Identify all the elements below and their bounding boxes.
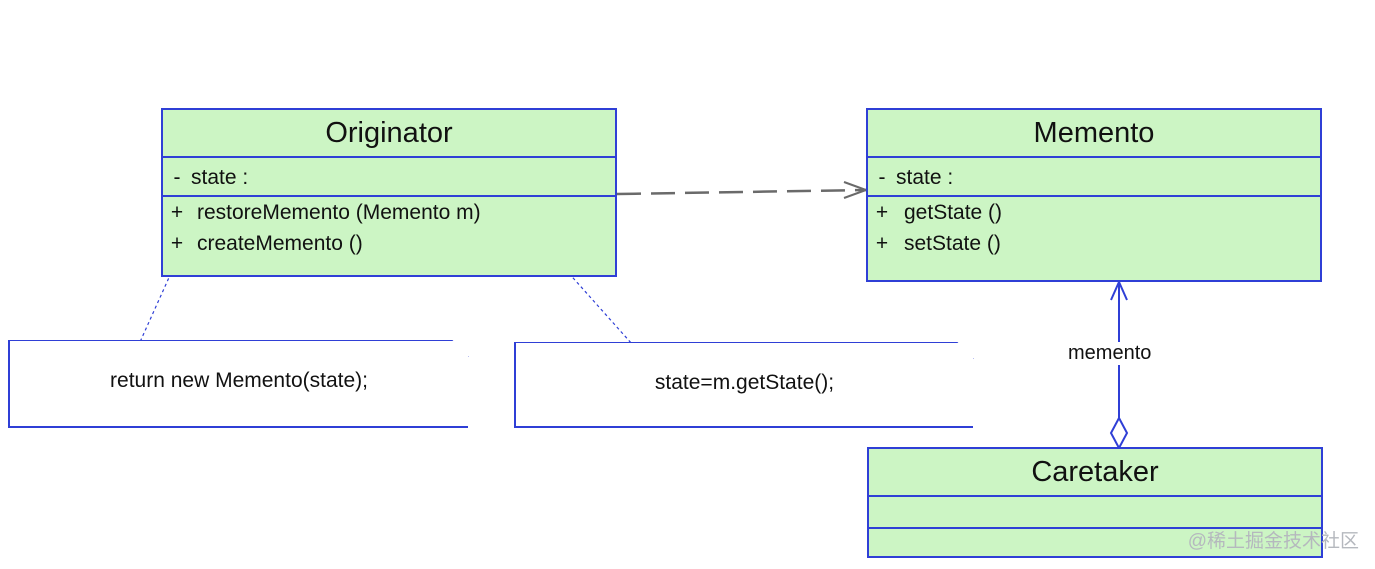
note-create-memento-text: return new Memento(state); — [110, 369, 368, 392]
visibility-marker: + — [170, 232, 184, 255]
originator-attribute: - state : — [163, 162, 615, 193]
visibility-marker: + — [170, 201, 184, 224]
originator-attributes: - state : — [163, 158, 615, 197]
visibility-marker: + — [875, 201, 889, 224]
memento-class-name: Memento — [868, 110, 1320, 158]
note-create-memento[interactable]: return new Memento(state); — [8, 341, 468, 428]
watermark: @稀土掘金技术社区 — [1187, 531, 1359, 552]
operation-text: createMemento () — [197, 232, 363, 255]
originator-class[interactable]: Originator - state : + restoreMemento (M… — [161, 108, 617, 277]
caretaker-attributes — [869, 497, 1321, 529]
attribute-text: state : — [191, 166, 249, 189]
memento-class[interactable]: Memento - state : + getState () + setSta… — [866, 108, 1322, 282]
note-restore-memento[interactable]: state=m.getState(); — [514, 343, 973, 428]
memento-operations: + getState () + setState () — [868, 197, 1320, 280]
originator-operation: + createMemento () — [163, 228, 615, 259]
memento-operation: + getState () — [868, 197, 1320, 228]
originator-operations: + restoreMemento (Memento m) + createMem… — [163, 197, 615, 275]
operation-text: setState () — [904, 232, 1001, 255]
visibility-marker: + — [875, 232, 889, 255]
originator-class-name: Originator — [163, 110, 615, 158]
visibility-marker: - — [878, 166, 886, 189]
aggregation-diamond — [1109, 415, 1129, 451]
caretaker-class-name: Caretaker — [869, 449, 1321, 497]
dependency-line — [616, 188, 867, 196]
operation-text: restoreMemento (Memento m) — [197, 201, 481, 224]
operation-text: getState () — [904, 201, 1003, 224]
memento-operation: + setState () — [868, 228, 1320, 259]
visibility-marker: - — [173, 166, 181, 189]
memento-attribute: - state : — [868, 162, 1320, 193]
attribute-text: state : — [896, 166, 954, 189]
originator-operation: + restoreMemento (Memento m) — [163, 197, 615, 228]
association-label: memento — [1066, 342, 1154, 365]
memento-attributes: - state : — [868, 158, 1320, 197]
caretaker-class[interactable]: Caretaker — [867, 447, 1323, 558]
note-restore-memento-text: state=m.getState(); — [654, 371, 835, 394]
aggregation-arrowhead — [1110, 279, 1128, 301]
